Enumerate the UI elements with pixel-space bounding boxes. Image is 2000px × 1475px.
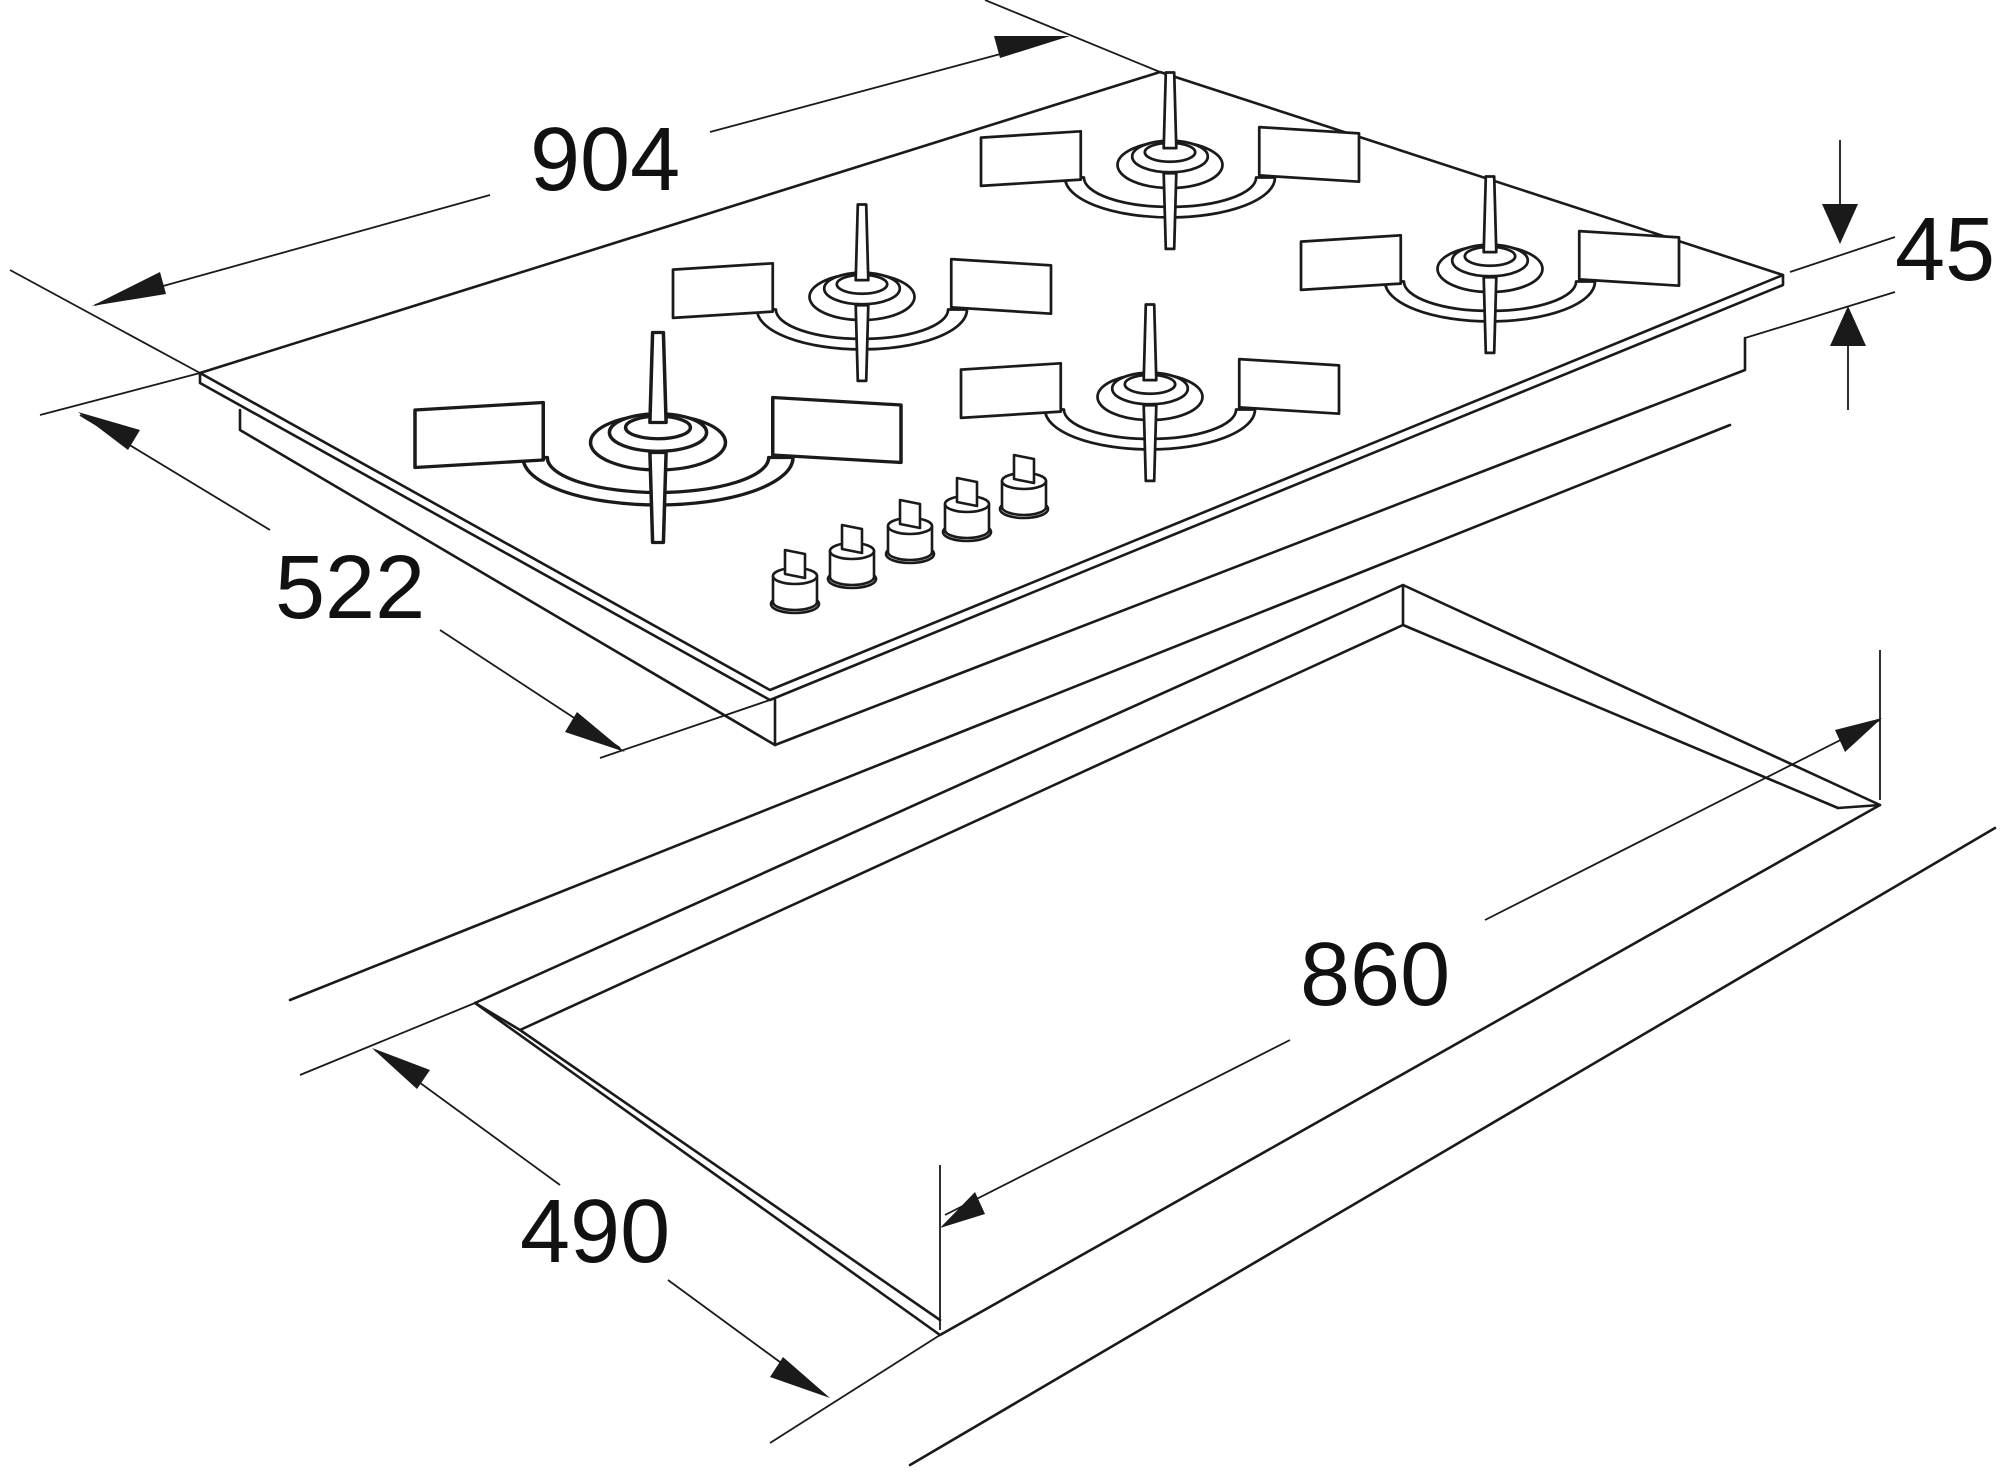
- dimension-label-45: 45: [1895, 200, 1995, 300]
- dimension-hob-height: 45: [1744, 140, 1995, 410]
- dimension-label-904: 904: [530, 110, 680, 210]
- dimension-label-522: 522: [275, 538, 425, 638]
- dimension-hob-width: 904: [9, 0, 1161, 374]
- dimension-cutout-width: 860: [939, 650, 1882, 1330]
- worktop: [288, 423, 1997, 1467]
- dimension-label-860: 860: [1300, 925, 1450, 1025]
- cutout: [473, 583, 1882, 1337]
- dimension-label-490: 490: [520, 1182, 670, 1282]
- dimension-hob-depth: 522: [39, 372, 771, 759]
- dimension-cutout-depth: 490: [299, 1002, 941, 1444]
